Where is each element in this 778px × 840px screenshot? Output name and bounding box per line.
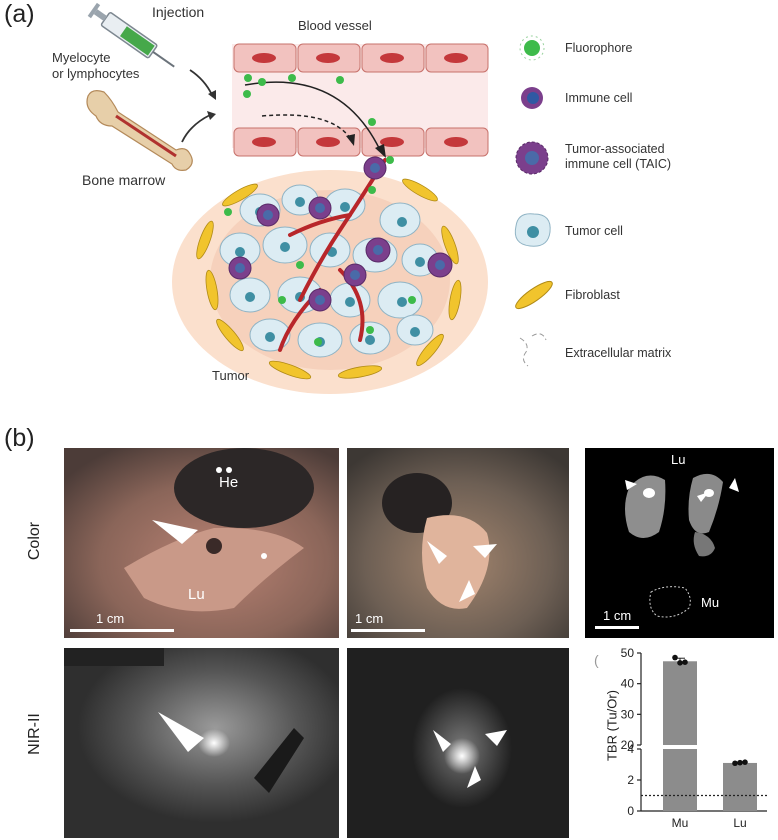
legend-tumor-cell: Tumor cell (565, 224, 623, 238)
data-point (677, 660, 683, 666)
tbr-chart: 20 30 40 50 0 2 4Mu Lu (621, 646, 769, 830)
data-point (742, 759, 748, 765)
bar-lu (723, 762, 757, 811)
photo-exvivo: Lu Mu 1 cm (585, 448, 774, 638)
y-tick-label: 30 (621, 707, 635, 721)
y-tick-label: 50 (621, 646, 635, 660)
y-tick-label: 2 (627, 773, 634, 787)
taic-icon (515, 141, 549, 175)
legend-immune-cell: Immune cell (565, 91, 633, 105)
y-tick-label: 20 (621, 738, 635, 752)
y-tick-label: 4 (627, 742, 634, 756)
scale-bar-3 (595, 626, 639, 629)
row-label-color: Color (26, 521, 43, 561)
data-point (672, 654, 678, 661)
legend-ecm: Extracellular matrix (565, 346, 672, 360)
data-point (737, 759, 743, 766)
stray-mark: ( (594, 652, 599, 668)
bar-mu-lower (663, 749, 697, 811)
legend-fibroblast: Fibroblast (565, 288, 620, 302)
x-tick-label: Lu (733, 816, 746, 830)
syringe-icon (87, 2, 175, 68)
exvivo-mu-label: Mu (701, 595, 720, 610)
arrowhead-1 (152, 520, 198, 544)
photo-color-2: 1 cm (347, 448, 569, 638)
y-tick-label: 0 (627, 804, 634, 818)
tumor-cell-icon (514, 213, 551, 247)
bone-marrow-label: Bone marrow (82, 172, 166, 188)
immune-cell-icon (521, 87, 543, 109)
label-lu: Lu (188, 586, 205, 603)
legend-fluorophore: Fluorophore (565, 41, 633, 55)
row-label-nir: NIR-II (26, 713, 43, 755)
data-point (682, 659, 688, 665)
injection-label: Injection (152, 4, 205, 20)
panel-b-label: (b) (4, 424, 35, 452)
y-tick-label: 40 (621, 677, 635, 691)
ecm-icon (519, 333, 547, 367)
bar-mu-upper (663, 661, 697, 745)
bone-icon (86, 90, 193, 171)
panel-a-label: (a) (4, 0, 35, 28)
fluorophore-icon (519, 35, 545, 61)
scale-label-2: 1 cm (355, 611, 384, 626)
photo-color-1: He Lu 1 cm (64, 448, 339, 638)
exvivo-lu-label: Lu (671, 452, 686, 467)
tumor-label: Tumor (212, 368, 250, 383)
photo-nir-2 (347, 648, 569, 838)
photo-nir-1 (64, 648, 339, 838)
data-point (732, 760, 738, 767)
scale-label-3: 1 cm (603, 608, 632, 623)
scale-bar-1 (70, 629, 174, 632)
blood-vessel (232, 43, 489, 158)
legend-taic: Tumor-associated immune cell (TAIC) (565, 142, 672, 171)
label-he: He (219, 474, 239, 491)
myelocyte-label: Myelocyte or lymphocytes (52, 50, 140, 81)
x-tick-label: Mu (672, 816, 689, 830)
scale-label-1: 1 cm (96, 611, 125, 626)
scale-bar-2 (351, 629, 425, 632)
chart-ylabel: TBR (Tu/Or) (604, 690, 620, 762)
fibroblast-icon (515, 280, 553, 310)
blood-vessel-label: Blood vessel (298, 18, 372, 33)
panel-a-illustration (86, 2, 553, 394)
